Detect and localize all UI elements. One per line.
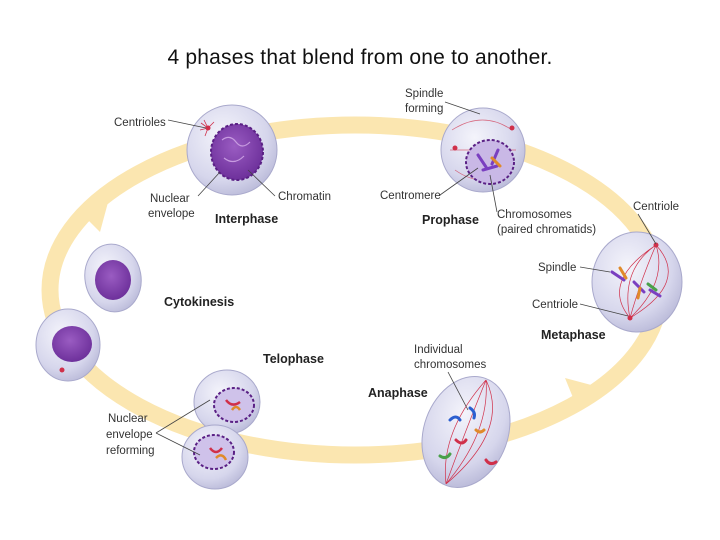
label-centriole-top: Centriole [633, 201, 679, 213]
metaphase-cell [591, 231, 683, 333]
label-centromere: Centromere [380, 190, 441, 202]
labels: Centrioles Nuclear envelope Chromatin In… [106, 88, 679, 457]
label-individual-1: Individual [414, 344, 463, 356]
label-reforming-1: Nuclear [108, 413, 148, 425]
prophase-cell [440, 107, 526, 193]
label-centriole-bottom: Centriole [532, 299, 578, 311]
label-spindle: Spindle [538, 262, 576, 274]
slide-title: 4 phases that blend from one to another. [167, 46, 553, 69]
label-spindle-forming-1: Spindle [405, 88, 443, 100]
cytokinesis-cell-upper [84, 243, 142, 313]
phase-telophase: Telophase [263, 352, 324, 366]
label-reforming-3: reforming [106, 445, 155, 457]
label-chromosomes-2: (paired chromatids) [497, 224, 596, 236]
phase-prophase: Prophase [422, 213, 479, 227]
label-nuclear-envelope-2: envelope [148, 208, 195, 220]
label-chromatin: Chromatin [278, 191, 331, 203]
leader-lines [155, 101, 657, 456]
label-reforming-2: envelope [106, 429, 153, 441]
cytokinesis-cell-lower [35, 308, 101, 382]
cycle-ring [41, 116, 669, 464]
label-centrioles: Centrioles [114, 117, 166, 129]
label-nuclear-envelope-1: Nuclear [150, 193, 190, 205]
phase-cytokinesis: Cytokinesis [164, 295, 234, 309]
phase-interphase: Interphase [215, 212, 278, 226]
telophase-cell [181, 369, 261, 490]
anaphase-cell [421, 376, 511, 488]
label-spindle-forming-2: forming [405, 103, 443, 115]
interphase-cell [186, 104, 278, 196]
cycle-arrowhead-left [78, 195, 110, 232]
centriole-icon [199, 119, 215, 137]
phase-anaphase: Anaphase [368, 386, 428, 400]
label-chromosomes-1: Chromosomes [497, 209, 572, 221]
phase-metaphase: Metaphase [541, 328, 606, 342]
cycle-arrowhead-right [565, 378, 610, 410]
label-individual-2: chromosomes [414, 359, 486, 371]
